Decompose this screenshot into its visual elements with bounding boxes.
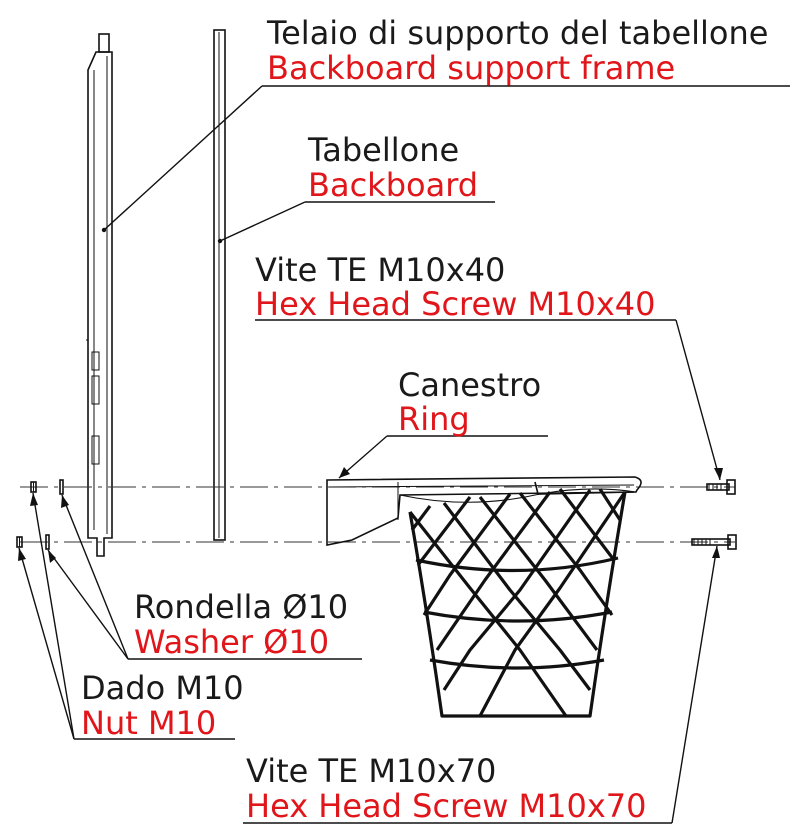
leader-nut: [18, 492, 235, 740]
washer-label-en: Washer Ø10: [134, 623, 329, 661]
leader-washer: [47, 494, 362, 660]
screw70-label-it: Vite TE M10x70: [246, 752, 496, 790]
net: [408, 488, 627, 718]
washer-label-it: Rondella Ø10: [134, 588, 348, 626]
leader-frame: [101, 85, 790, 233]
leader-ring: [338, 435, 548, 479]
screw-m10x70: [691, 534, 737, 550]
screw40-label-en: Hex Head Screw M10x40: [255, 285, 656, 323]
backboard-label-it: Tabellone: [307, 131, 459, 169]
screw40-label-it: Vite TE M10x40: [255, 251, 505, 289]
screw-m10x40: [706, 479, 736, 495]
washer-lower: [45, 534, 50, 550]
backboard-label-en: Backboard: [308, 166, 478, 204]
ring-label-en: Ring: [398, 400, 470, 438]
frame-label-en: Backboard support frame: [267, 49, 675, 87]
screw70-label-en: Hex Head Screw M10x70: [246, 787, 647, 824]
ring-label-it: Canestro: [398, 366, 541, 404]
leader-screw40: [255, 319, 723, 481]
washer-upper: [59, 479, 64, 495]
frame-label-it: Telaio di supporto del tabellone: [266, 14, 768, 52]
nut-label-en: Nut M10: [81, 704, 216, 742]
ring-assembly: [326, 476, 642, 546]
nut-lower: [16, 536, 23, 548]
leader-screw70: [243, 545, 720, 824]
backboard-panel: [213, 29, 226, 541]
support-frame: [86, 33, 113, 557]
leader-backboard: [217, 201, 495, 244]
nut-label-it: Dado M10: [81, 669, 244, 707]
nut-upper: [30, 481, 37, 493]
